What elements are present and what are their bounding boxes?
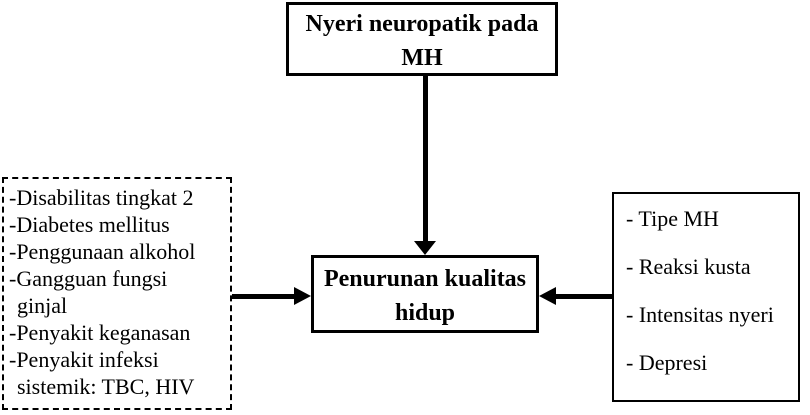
top-box-line-2: MH bbox=[401, 45, 443, 71]
arrow-right-line bbox=[232, 294, 296, 299]
left-box-line: -Penyakit keganasan bbox=[9, 320, 191, 345]
right-box-item: - Intensitas nyeri bbox=[626, 302, 774, 327]
left-box-line: -Gangguan fungsi bbox=[9, 266, 168, 291]
right-box-item: - Reaksi kusta bbox=[626, 254, 751, 279]
left-box-line: -Penggunaan alkohol bbox=[9, 239, 196, 264]
center-box-line-2: hidup bbox=[394, 300, 456, 326]
arrow-left-line bbox=[556, 294, 612, 299]
left-box-line-continuation: sistemik: TBC, HIV bbox=[17, 374, 195, 399]
top-box-nyeri-neuropatik: Nyeri neuropatik pada MH bbox=[286, 2, 558, 76]
right-box-item: - Tipe MH bbox=[626, 206, 719, 231]
left-box-line: -Diabetes mellitus bbox=[9, 212, 170, 237]
top-box-line-1: Nyeri neuropatik pada bbox=[305, 11, 539, 37]
center-box-penurunan-kualitas-hidup: Penurunan kualitas hidup bbox=[311, 255, 539, 333]
left-box-line: -Penyakit infeksi bbox=[9, 347, 159, 372]
arrow-down-line bbox=[423, 76, 428, 242]
arrow-left-head bbox=[539, 287, 556, 305]
arrow-right-head bbox=[294, 287, 311, 305]
left-box-line: -Disabilitas tingkat 2 bbox=[9, 185, 194, 210]
center-box-line-1: Penurunan kualitas bbox=[323, 266, 527, 292]
arrow-down-head bbox=[414, 241, 436, 255]
left-box-line-continuation: ginjal bbox=[17, 293, 68, 318]
right-box-factors: - Tipe MH - Reaksi kusta - Intensitas ny… bbox=[612, 192, 800, 402]
left-box-confounders: -Disabilitas tingkat 2 -Diabetes mellitu… bbox=[2, 177, 232, 410]
right-box-item: - Depresi bbox=[626, 350, 708, 375]
